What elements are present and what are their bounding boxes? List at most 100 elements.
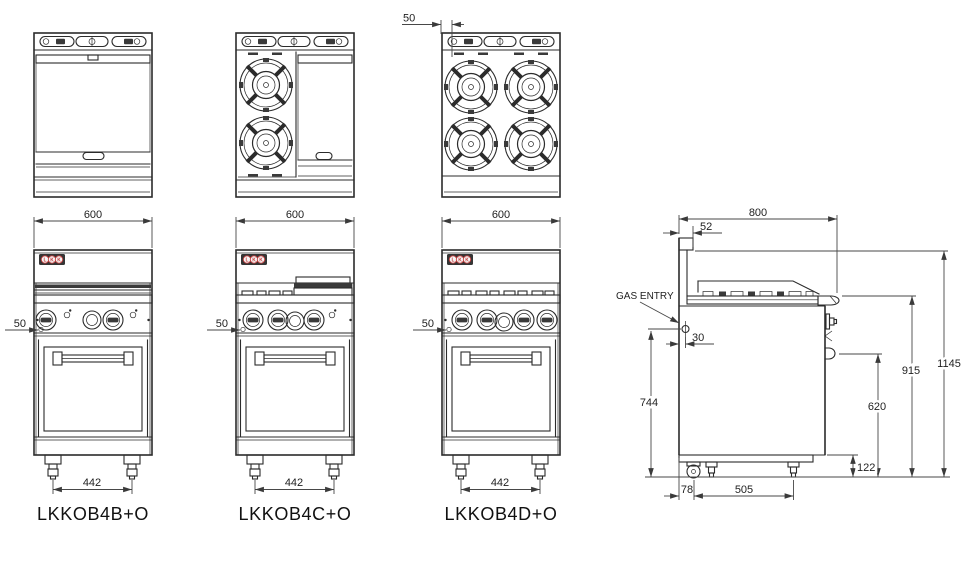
griddle-plate-edge bbox=[35, 284, 151, 288]
control-knob-icon bbox=[102, 309, 124, 331]
griddle-handle bbox=[315, 151, 333, 161]
svg-text:K: K bbox=[50, 257, 54, 263]
dimension-total-height: 1145 bbox=[695, 250, 963, 477]
burner-icon bbox=[502, 58, 560, 116]
control-panel bbox=[238, 308, 352, 331]
dimension-depth: 800 bbox=[678, 207, 838, 293]
gas-entry-point bbox=[681, 321, 690, 337]
burner-valve-rail bbox=[33, 35, 153, 51]
front-view-lkkob4c: L K K bbox=[207, 209, 355, 524]
svg-text:600: 600 bbox=[492, 209, 510, 221]
caster-wheel bbox=[686, 461, 701, 479]
svg-text:K: K bbox=[465, 257, 469, 263]
svg-text:K: K bbox=[458, 257, 462, 263]
svg-text:L: L bbox=[245, 257, 248, 263]
dimension-panel-offset: 50 bbox=[413, 318, 452, 333]
rear-cover bbox=[697, 280, 820, 295]
oven-door bbox=[451, 346, 551, 432]
pilot-light-icon bbox=[328, 308, 337, 319]
dimension-width: 600 bbox=[441, 209, 561, 248]
svg-text:442: 442 bbox=[491, 477, 509, 489]
dimension-leg-spacing-side: 505 bbox=[694, 480, 794, 500]
front-view-lkkob4b: L K K 600 bbox=[5, 209, 153, 524]
dimension-shelf: 52 bbox=[663, 221, 722, 247]
svg-text:1145: 1145 bbox=[937, 358, 961, 370]
control-knob-icon bbox=[451, 309, 473, 331]
dimension-panel-offset: 50 bbox=[5, 318, 44, 333]
gas-entry-label: GAS ENTRY bbox=[616, 291, 674, 302]
control-panel bbox=[35, 308, 150, 331]
svg-text:50: 50 bbox=[14, 318, 26, 330]
svg-text:915: 915 bbox=[902, 365, 920, 377]
adjustable-leg bbox=[246, 454, 264, 480]
oven-door-handle bbox=[52, 351, 134, 366]
svg-text:50: 50 bbox=[422, 318, 434, 330]
svg-text:620: 620 bbox=[868, 401, 886, 413]
dimension-base-height: 122 bbox=[827, 454, 878, 477]
adjustable-leg bbox=[531, 454, 549, 480]
control-knob-icon bbox=[476, 309, 498, 331]
adjustable-leg bbox=[123, 454, 141, 480]
control-knob-icon bbox=[35, 309, 57, 331]
svg-text:52: 52 bbox=[700, 221, 712, 233]
dimension-door-height: 620 bbox=[839, 353, 889, 477]
oven-knob-icon bbox=[285, 311, 305, 331]
svg-text:744: 744 bbox=[640, 397, 658, 409]
model-label: LKKOB4C+O bbox=[239, 504, 352, 524]
adjustable-leg bbox=[325, 454, 343, 480]
pilot-light-icon bbox=[129, 308, 138, 319]
lkk-logo-badge: L K K bbox=[446, 253, 474, 266]
control-knob-icon bbox=[536, 309, 558, 331]
oven-door-handle bbox=[254, 351, 336, 366]
svg-text:30: 30 bbox=[692, 332, 704, 344]
side-door-handle bbox=[824, 347, 836, 360]
top-view-lkkob4c bbox=[235, 32, 355, 198]
dimension-width: 600 bbox=[33, 209, 153, 248]
front-leg bbox=[787, 461, 800, 478]
burner-icon bbox=[502, 115, 560, 173]
adjustable-leg bbox=[452, 454, 470, 480]
oven-door bbox=[245, 346, 345, 432]
griddle-block bbox=[293, 276, 353, 296]
svg-text:K: K bbox=[252, 257, 256, 263]
burner-icon bbox=[442, 58, 500, 116]
oven-door-handle bbox=[460, 351, 542, 366]
svg-text:K: K bbox=[259, 257, 263, 263]
svg-text:50: 50 bbox=[216, 318, 228, 330]
dim-text-50-top: 50 bbox=[403, 13, 415, 25]
hob-bullnose bbox=[817, 295, 840, 306]
model-label: LKKOB4D+O bbox=[445, 504, 558, 524]
base-plate bbox=[678, 454, 814, 463]
griddle-handle bbox=[82, 151, 105, 161]
dimension-width: 600 bbox=[235, 209, 355, 248]
burner-icon bbox=[237, 56, 295, 114]
rear-leg bbox=[705, 461, 718, 478]
control-panel bbox=[444, 309, 558, 332]
dimension-leg-spacing: 442 bbox=[460, 477, 541, 494]
dimension-leg-spacing: 442 bbox=[254, 477, 335, 494]
control-knob-icon bbox=[303, 309, 325, 331]
svg-text:122: 122 bbox=[857, 462, 875, 474]
svg-text:78: 78 bbox=[681, 484, 693, 496]
top-view-lkkob4d bbox=[441, 32, 561, 198]
control-knob-icon bbox=[513, 309, 535, 331]
svg-text:800: 800 bbox=[749, 207, 767, 219]
svg-text:600: 600 bbox=[84, 209, 102, 221]
control-knob-icon bbox=[242, 309, 264, 331]
burner-icon bbox=[237, 114, 295, 172]
side-knob-profile bbox=[824, 313, 838, 342]
dimension-leg-spacing: 442 bbox=[52, 477, 133, 494]
splashback-shelf bbox=[678, 237, 694, 251]
gas-entry-callout: GAS ENTRY bbox=[616, 291, 680, 324]
dimension-panel-offset: 50 bbox=[207, 318, 246, 333]
pilot-light-icon bbox=[63, 308, 72, 319]
control-knob-icon bbox=[267, 309, 289, 331]
dimension-caster-offset: 78 bbox=[664, 458, 695, 500]
svg-text:442: 442 bbox=[83, 477, 101, 489]
burner-valve-rail bbox=[235, 35, 355, 51]
burner-icon bbox=[442, 115, 500, 173]
svg-text:K: K bbox=[57, 257, 61, 263]
trivet-profile bbox=[702, 291, 814, 297]
